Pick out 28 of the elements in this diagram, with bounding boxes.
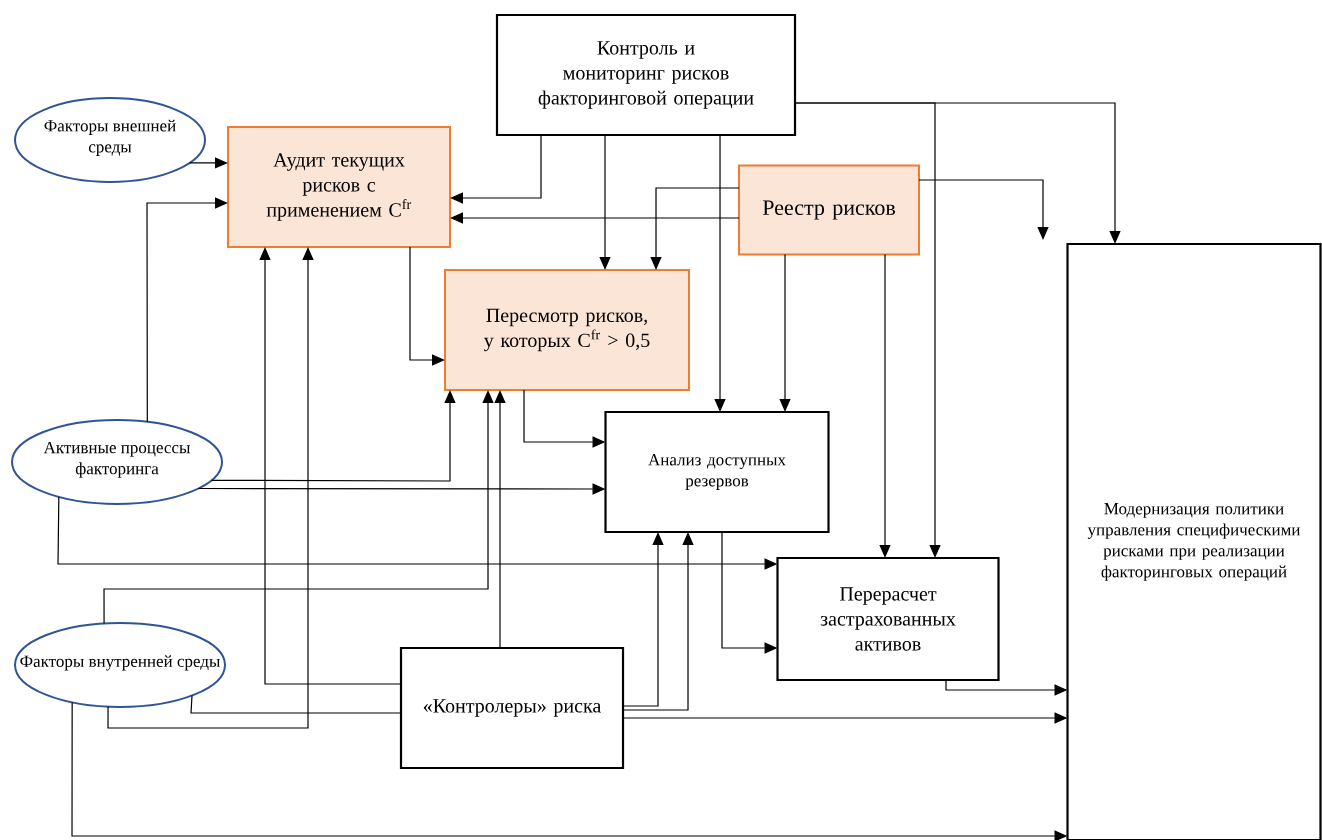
connector-line	[190, 694, 402, 714]
arrow	[210, 390, 456, 482]
arrow	[794, 102, 1121, 244]
arrow	[259, 247, 402, 685]
process-box: Реестр рисков	[738, 164, 920, 256]
arrow	[146, 197, 228, 423]
arrow	[918, 179, 1049, 240]
arrow	[450, 212, 740, 224]
arrow	[650, 187, 740, 270]
arrow	[409, 246, 445, 366]
process-box: Анализ доступных резервов	[604, 410, 830, 534]
arrow	[779, 253, 791, 412]
arrow	[599, 134, 611, 270]
process-box: Пересмотр рисков, у которых C$^{fr}$ > 0,5	[444, 269, 690, 391]
arrow	[450, 134, 542, 204]
process-box: Перерасчет застрахованных активов	[776, 556, 1000, 682]
arrow	[622, 532, 694, 711]
arrow	[622, 532, 664, 707]
arrow	[107, 247, 314, 729]
arrow	[714, 134, 726, 412]
process-box: Модернизация политики управления специфическими рисками при реализации факторинговых операций	[1066, 242, 1322, 840]
process-box: «Контролеры» риска	[399, 646, 625, 770]
arrow	[494, 390, 506, 649]
process-box: Аудит текущих рисков с применением C$^{fr}$	[227, 126, 451, 248]
arrow	[879, 253, 891, 558]
process-box: Контроль и мониторинг рисков факторинговой операции	[495, 13, 797, 137]
arrow	[189, 157, 228, 169]
arrow	[103, 390, 494, 625]
